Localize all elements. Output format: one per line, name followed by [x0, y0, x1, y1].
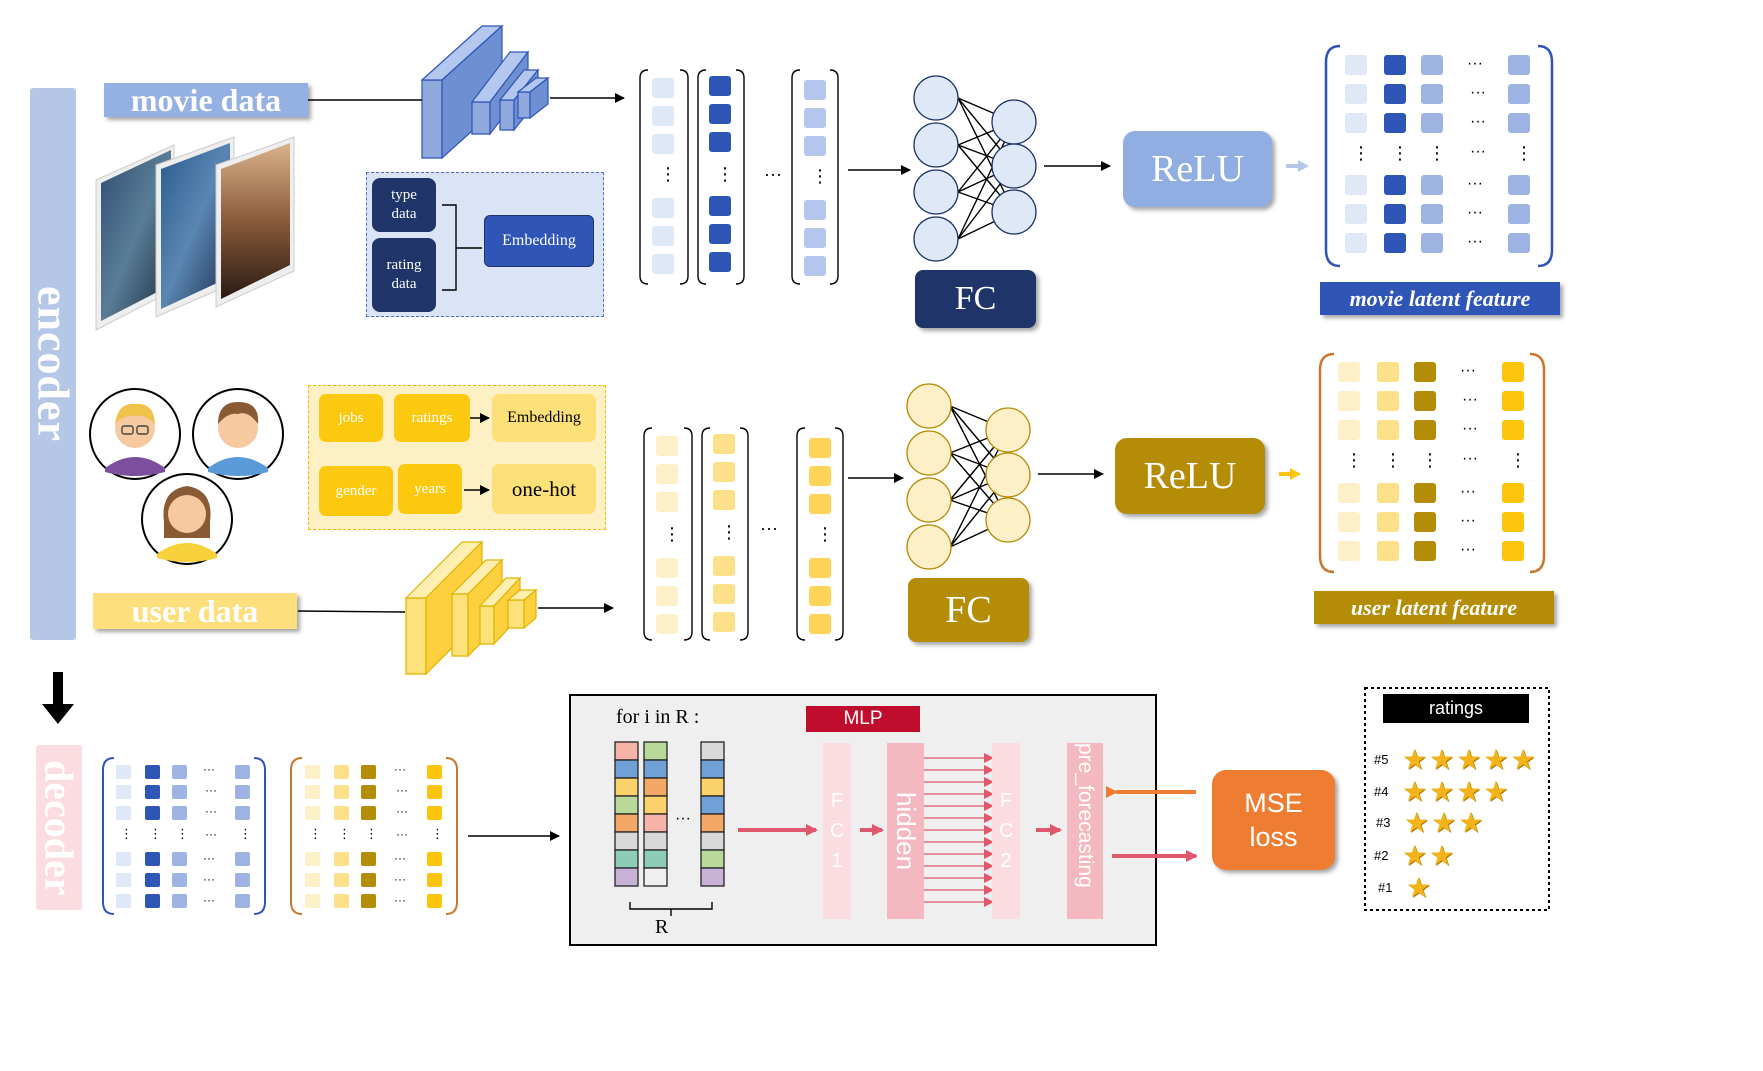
star-icon: ★ [1429, 742, 1455, 776]
movie-rating-data-box: rating data [372, 238, 436, 312]
mlp-loop-label: for i in R : [616, 706, 700, 728]
movie-embedding-box: Embedding [484, 215, 594, 267]
movie-feature-columns [639, 69, 839, 285]
movie-latent-matrix [1324, 44, 1554, 268]
user-feature-columns [643, 427, 844, 641]
decoder-user-matrix [290, 757, 458, 915]
user-latent-label: user latent feature [1314, 591, 1554, 624]
user-to-cnn-line [297, 610, 406, 613]
mlp-panel [569, 694, 1157, 946]
star-icon: ★ [1483, 742, 1509, 776]
encoder-label: encoder [28, 285, 78, 443]
mlp-input-columns [614, 741, 725, 887]
user-relu-box: ReLU [1115, 438, 1265, 514]
rating-row: #2 ★★ [1374, 838, 1456, 872]
user-years-box: years [398, 464, 462, 514]
movie-cnn-icon [418, 22, 558, 162]
movie-relu-arrow-icon [1286, 160, 1309, 172]
user-ratings-box: ratings [394, 394, 470, 442]
fc1-layer: FC1 [823, 743, 851, 919]
movie-latent-label: movie latent feature [1320, 282, 1560, 315]
star-icon: ★ [1402, 774, 1428, 808]
star-icon: ★ [1404, 805, 1430, 839]
star-icon: ★ [1429, 774, 1455, 808]
mlp-r-label: R [655, 916, 669, 938]
rating-row: #1 ★ [1378, 870, 1433, 904]
star-icon: ★ [1483, 774, 1509, 808]
movie-embedding-brace [442, 204, 482, 291]
user-latent-matrix [1318, 352, 1546, 574]
hidden-layer: hidden [887, 743, 924, 919]
star-icon: ★ [1402, 742, 1428, 776]
rating-row: #5★★★★★ [1374, 742, 1538, 776]
star-icon: ★ [1510, 742, 1536, 776]
user-fc-box: FC [908, 578, 1029, 642]
user-data-label: user data [93, 593, 297, 629]
hidden-to-fc2-arrows [924, 753, 994, 907]
star-icon: ★ [1456, 742, 1482, 776]
mlp-title-badge: MLP [806, 706, 920, 732]
rating-row-label: #1 [1378, 879, 1393, 895]
movie-type-data-box: type data [372, 178, 436, 232]
movie-fc-network [913, 75, 1037, 262]
fc2-layer: FC2 [992, 743, 1020, 919]
rating-row: #4★★★★ [1374, 774, 1510, 808]
rating-row-label: #4 [1374, 783, 1389, 799]
user-embedding-box: Embedding [492, 394, 596, 442]
star-icon: ★ [1458, 805, 1484, 839]
star-icon: ★ [1406, 870, 1432, 904]
rating-row-label: #5 [1374, 751, 1389, 767]
encoder-bar: encoder [28, 88, 78, 640]
mse-loss-box: MSE loss [1212, 770, 1335, 870]
ratings-title: ratings [1383, 694, 1529, 723]
star-icon: ★ [1402, 838, 1428, 872]
star-icon: ★ [1431, 805, 1457, 839]
r-brace [629, 902, 713, 916]
movie-data-label: movie data [104, 82, 308, 118]
pre-forecasting-layer: pre_forecasting [1067, 743, 1103, 919]
movie-posters [94, 135, 304, 335]
ratings-box [1364, 687, 1550, 911]
user-jobs-box: jobs [319, 394, 383, 442]
user-cnn-icon [402, 538, 542, 678]
movie-fc-box: FC [915, 270, 1036, 328]
rating-row: #3★★★ [1376, 805, 1485, 839]
movie-relu-box: ReLU [1123, 131, 1272, 207]
user-fc-network [906, 383, 1031, 570]
user-onehot-box: one-hot [492, 464, 596, 514]
rating-row-label: #3 [1376, 814, 1391, 830]
decoder-movie-matrix [102, 757, 266, 915]
user-relu-arrow-icon [1279, 468, 1301, 480]
rating-rows: #5★★★★★#4★★★★#3★★★#2★★#1★ [1372, 742, 1548, 904]
user-gender-box: gender [319, 466, 393, 516]
user-avatars [88, 386, 293, 570]
decoder-label: decoder [36, 759, 82, 896]
star-icon: ★ [1429, 838, 1455, 872]
rating-row-label: #2 [1374, 847, 1389, 863]
star-icon: ★ [1456, 774, 1482, 808]
down-arrow-icon [40, 672, 76, 726]
decoder-bar: decoder [36, 745, 82, 910]
